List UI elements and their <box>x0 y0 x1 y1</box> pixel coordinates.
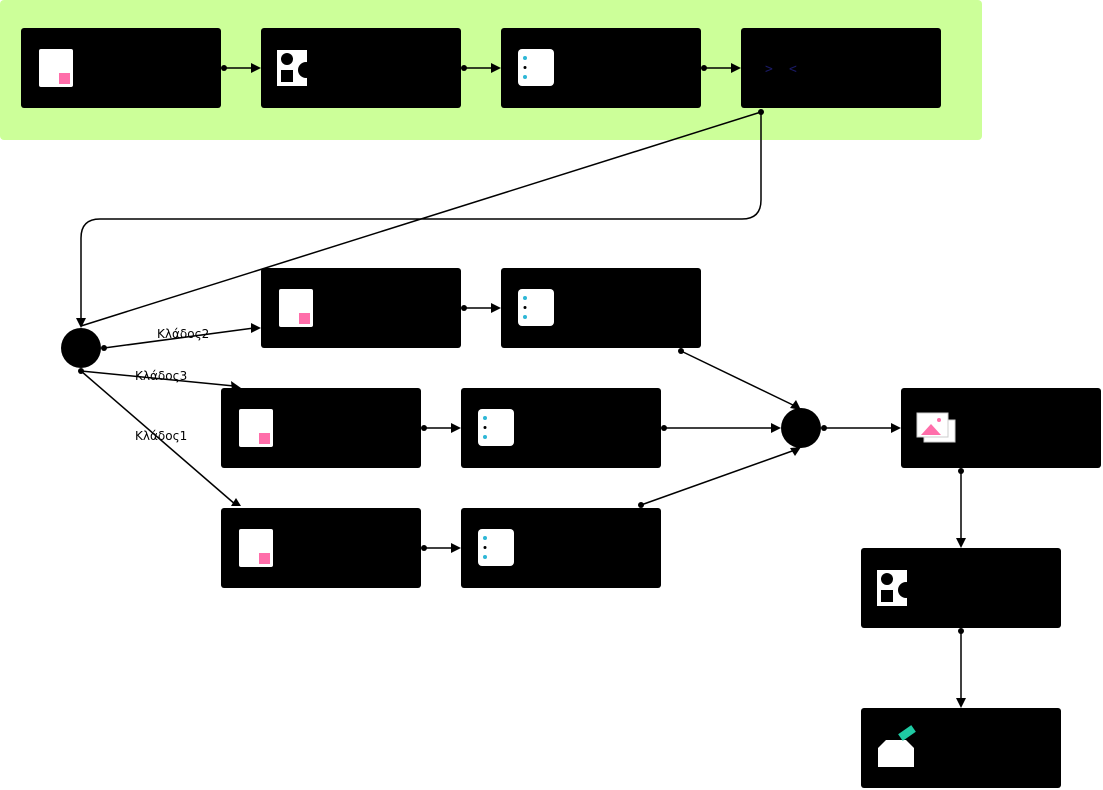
connector-b2b-join <box>680 350 796 407</box>
stage-box-t3[interactable] <box>501 28 701 108</box>
stage-box-b3b[interactable] <box>461 388 661 468</box>
split-node[interactable] <box>61 328 101 368</box>
connector-t4-split-diagonal <box>80 111 762 327</box>
document-icon <box>279 289 313 327</box>
document-icon <box>239 409 273 447</box>
stage-box-t1[interactable] <box>21 28 221 108</box>
arrowheads <box>76 63 966 708</box>
stage-box-o3[interactable] <box>861 708 1061 788</box>
branch-label-2: Κλάδος2 <box>157 327 209 341</box>
branch-label-1: Κλάδος1 <box>135 429 187 443</box>
document-icon <box>39 49 73 87</box>
stage-box-o2[interactable] <box>861 548 1061 628</box>
stage-box-b3a[interactable] <box>221 388 421 468</box>
join-node[interactable] <box>781 408 821 448</box>
connector-split-branch3 <box>80 370 235 387</box>
list-icon <box>518 49 554 86</box>
stage-box-t2[interactable] <box>261 28 461 108</box>
list-icon <box>518 289 554 326</box>
list-icon <box>478 409 514 446</box>
branch-label-3: Κλάδος3 <box>135 369 187 383</box>
stage-box-b1b[interactable] <box>461 508 661 588</box>
connector-b1b-join <box>640 449 796 506</box>
connectors <box>80 67 962 702</box>
connector-split-branch1 <box>80 370 237 506</box>
list-icon <box>478 529 514 566</box>
stage-box-b1a[interactable] <box>221 508 421 588</box>
stage-box-t4[interactable] <box>741 28 941 108</box>
document-icon <box>239 529 273 567</box>
connector-dots <box>78 65 964 634</box>
stage-box-b2b[interactable] <box>501 268 701 348</box>
stage-box-o1[interactable] <box>901 388 1101 468</box>
stage-box-b2a[interactable] <box>261 268 461 348</box>
connector-split-branch2 <box>103 327 255 349</box>
